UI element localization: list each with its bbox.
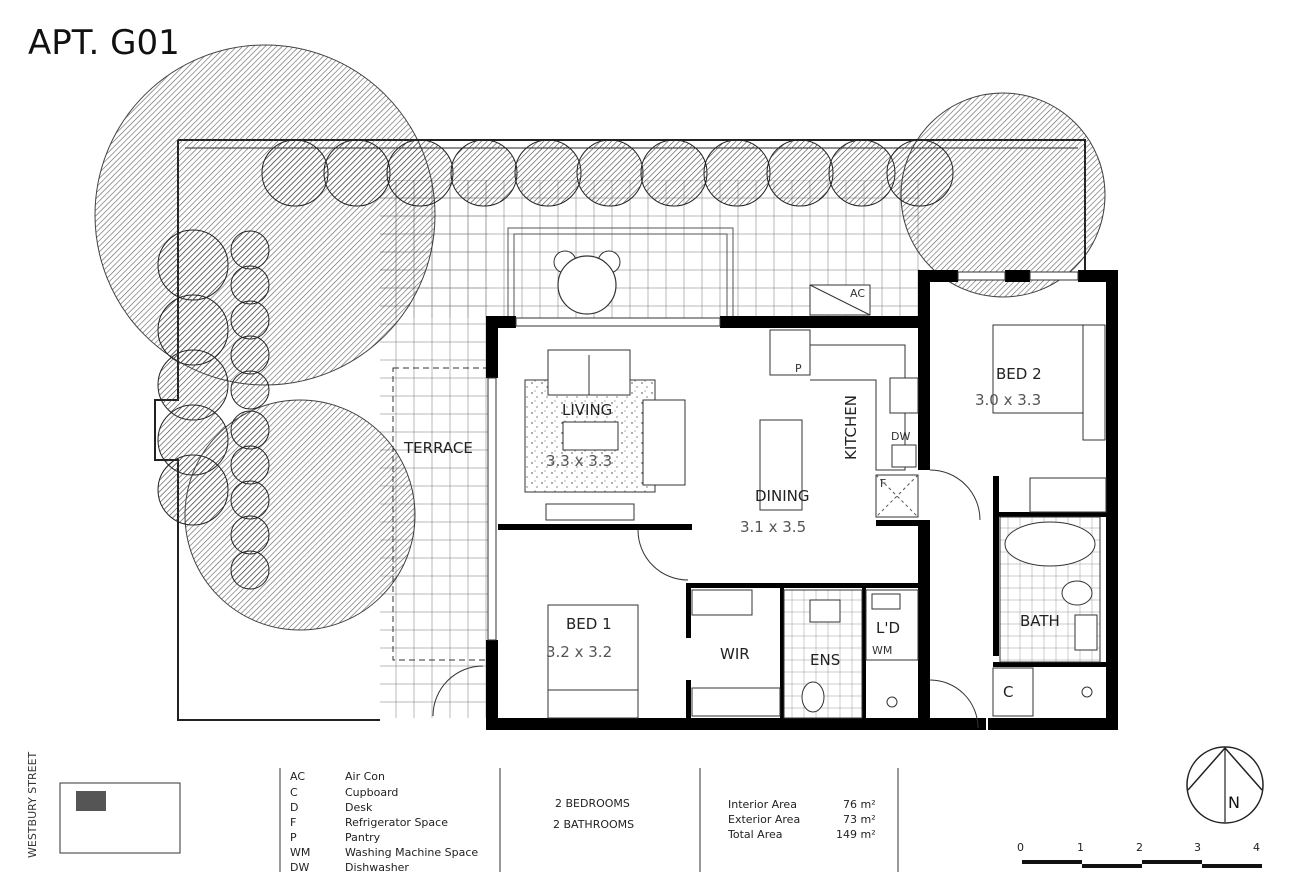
scale-tick: 0 bbox=[1017, 841, 1024, 854]
area-value: 76 m² bbox=[843, 798, 876, 811]
bath-label: BATH bbox=[1020, 612, 1060, 630]
legend-desc: Desk bbox=[345, 801, 373, 814]
ens-label: ENS bbox=[810, 651, 840, 669]
dishwasher-label: DW bbox=[891, 430, 910, 443]
north-arrow-icon: N bbox=[1186, 746, 1264, 824]
living-label: LIVING bbox=[562, 401, 612, 419]
apartment-walls bbox=[486, 270, 1118, 730]
kitchen-dining: P F DW KITCHEN DINING 3.1 x 3.5 bbox=[637, 329, 919, 581]
street-label: WESTBURY STREET bbox=[26, 751, 39, 858]
windows bbox=[487, 271, 1079, 641]
legend-code: D bbox=[290, 801, 298, 814]
dining-dimensions: 3.1 x 3.5 bbox=[740, 518, 806, 536]
bedroom-2: BED 2 3.0 x 3.3 bbox=[929, 324, 1107, 521]
bed1-dimensions: 3.2 x 3.2 bbox=[546, 643, 612, 661]
info-panel: WESTBURY STREET AC Air Con C Cupboard D … bbox=[26, 751, 899, 874]
outdoor-table bbox=[553, 250, 621, 315]
scale-tick: 4 bbox=[1253, 841, 1260, 854]
bathrooms-count: 2 BATHROOMS bbox=[553, 818, 634, 831]
kitchen-label: KITCHEN bbox=[842, 395, 860, 460]
legend-code: C bbox=[290, 786, 298, 799]
bed2-dimensions: 3.0 x 3.3 bbox=[975, 391, 1041, 409]
legend-desc: Air Con bbox=[345, 770, 385, 783]
scale-tick: 3 bbox=[1194, 841, 1201, 854]
terrace-label: TERRACE bbox=[403, 439, 473, 457]
plan-title: APT. G01 bbox=[28, 23, 180, 63]
bathroom: BATH C bbox=[992, 516, 1101, 717]
living-room: LIVING 3.3 x 3.3 bbox=[524, 349, 686, 521]
bed2-label: BED 2 bbox=[996, 365, 1042, 383]
wm-label: WM bbox=[872, 644, 892, 657]
bedroom-1: BED 1 3.2 x 3.2 WIR ENS L'D WM bbox=[432, 589, 979, 729]
bedrooms-count: 2 BEDROOMS bbox=[555, 797, 630, 810]
legend-desc: Washing Machine Space bbox=[345, 846, 478, 859]
north-label: N bbox=[1228, 793, 1240, 812]
area-value: 149 m² bbox=[836, 828, 876, 841]
legend: AC Air Con C Cupboard D Desk F Refrigera… bbox=[290, 770, 478, 874]
ac-label: AC bbox=[850, 287, 865, 300]
laundry-label: L'D bbox=[876, 619, 900, 637]
area-value: 73 m² bbox=[843, 813, 876, 826]
cupboard-label: C bbox=[1003, 683, 1013, 701]
fridge-label: F bbox=[880, 477, 886, 490]
legend-code: WM bbox=[290, 846, 310, 859]
legend-code: P bbox=[290, 831, 297, 844]
legend-desc: Pantry bbox=[345, 831, 381, 844]
trees bbox=[94, 44, 1106, 631]
scale-bar: 0 1 2 3 4 bbox=[1017, 841, 1262, 868]
legend-code: AC bbox=[290, 770, 305, 783]
area-label: Total Area bbox=[727, 828, 783, 841]
legend-code: DW bbox=[290, 861, 309, 874]
area-label: Interior Area bbox=[728, 798, 797, 811]
scale-tick: 2 bbox=[1136, 841, 1143, 854]
wir-label: WIR bbox=[720, 645, 750, 663]
bed1-label: BED 1 bbox=[566, 615, 612, 633]
scale-tick: 1 bbox=[1077, 841, 1084, 854]
living-dimensions: 3.3 x 3.3 bbox=[546, 452, 612, 470]
legend-desc: Dishwasher bbox=[345, 861, 409, 874]
legend-desc: Cupboard bbox=[345, 786, 398, 799]
legend-desc: Refrigerator Space bbox=[345, 816, 448, 829]
dining-label: DINING bbox=[755, 487, 809, 505]
area-label: Exterior Area bbox=[728, 813, 800, 826]
pantry-label: P bbox=[795, 362, 802, 375]
legend-code: F bbox=[290, 816, 296, 829]
